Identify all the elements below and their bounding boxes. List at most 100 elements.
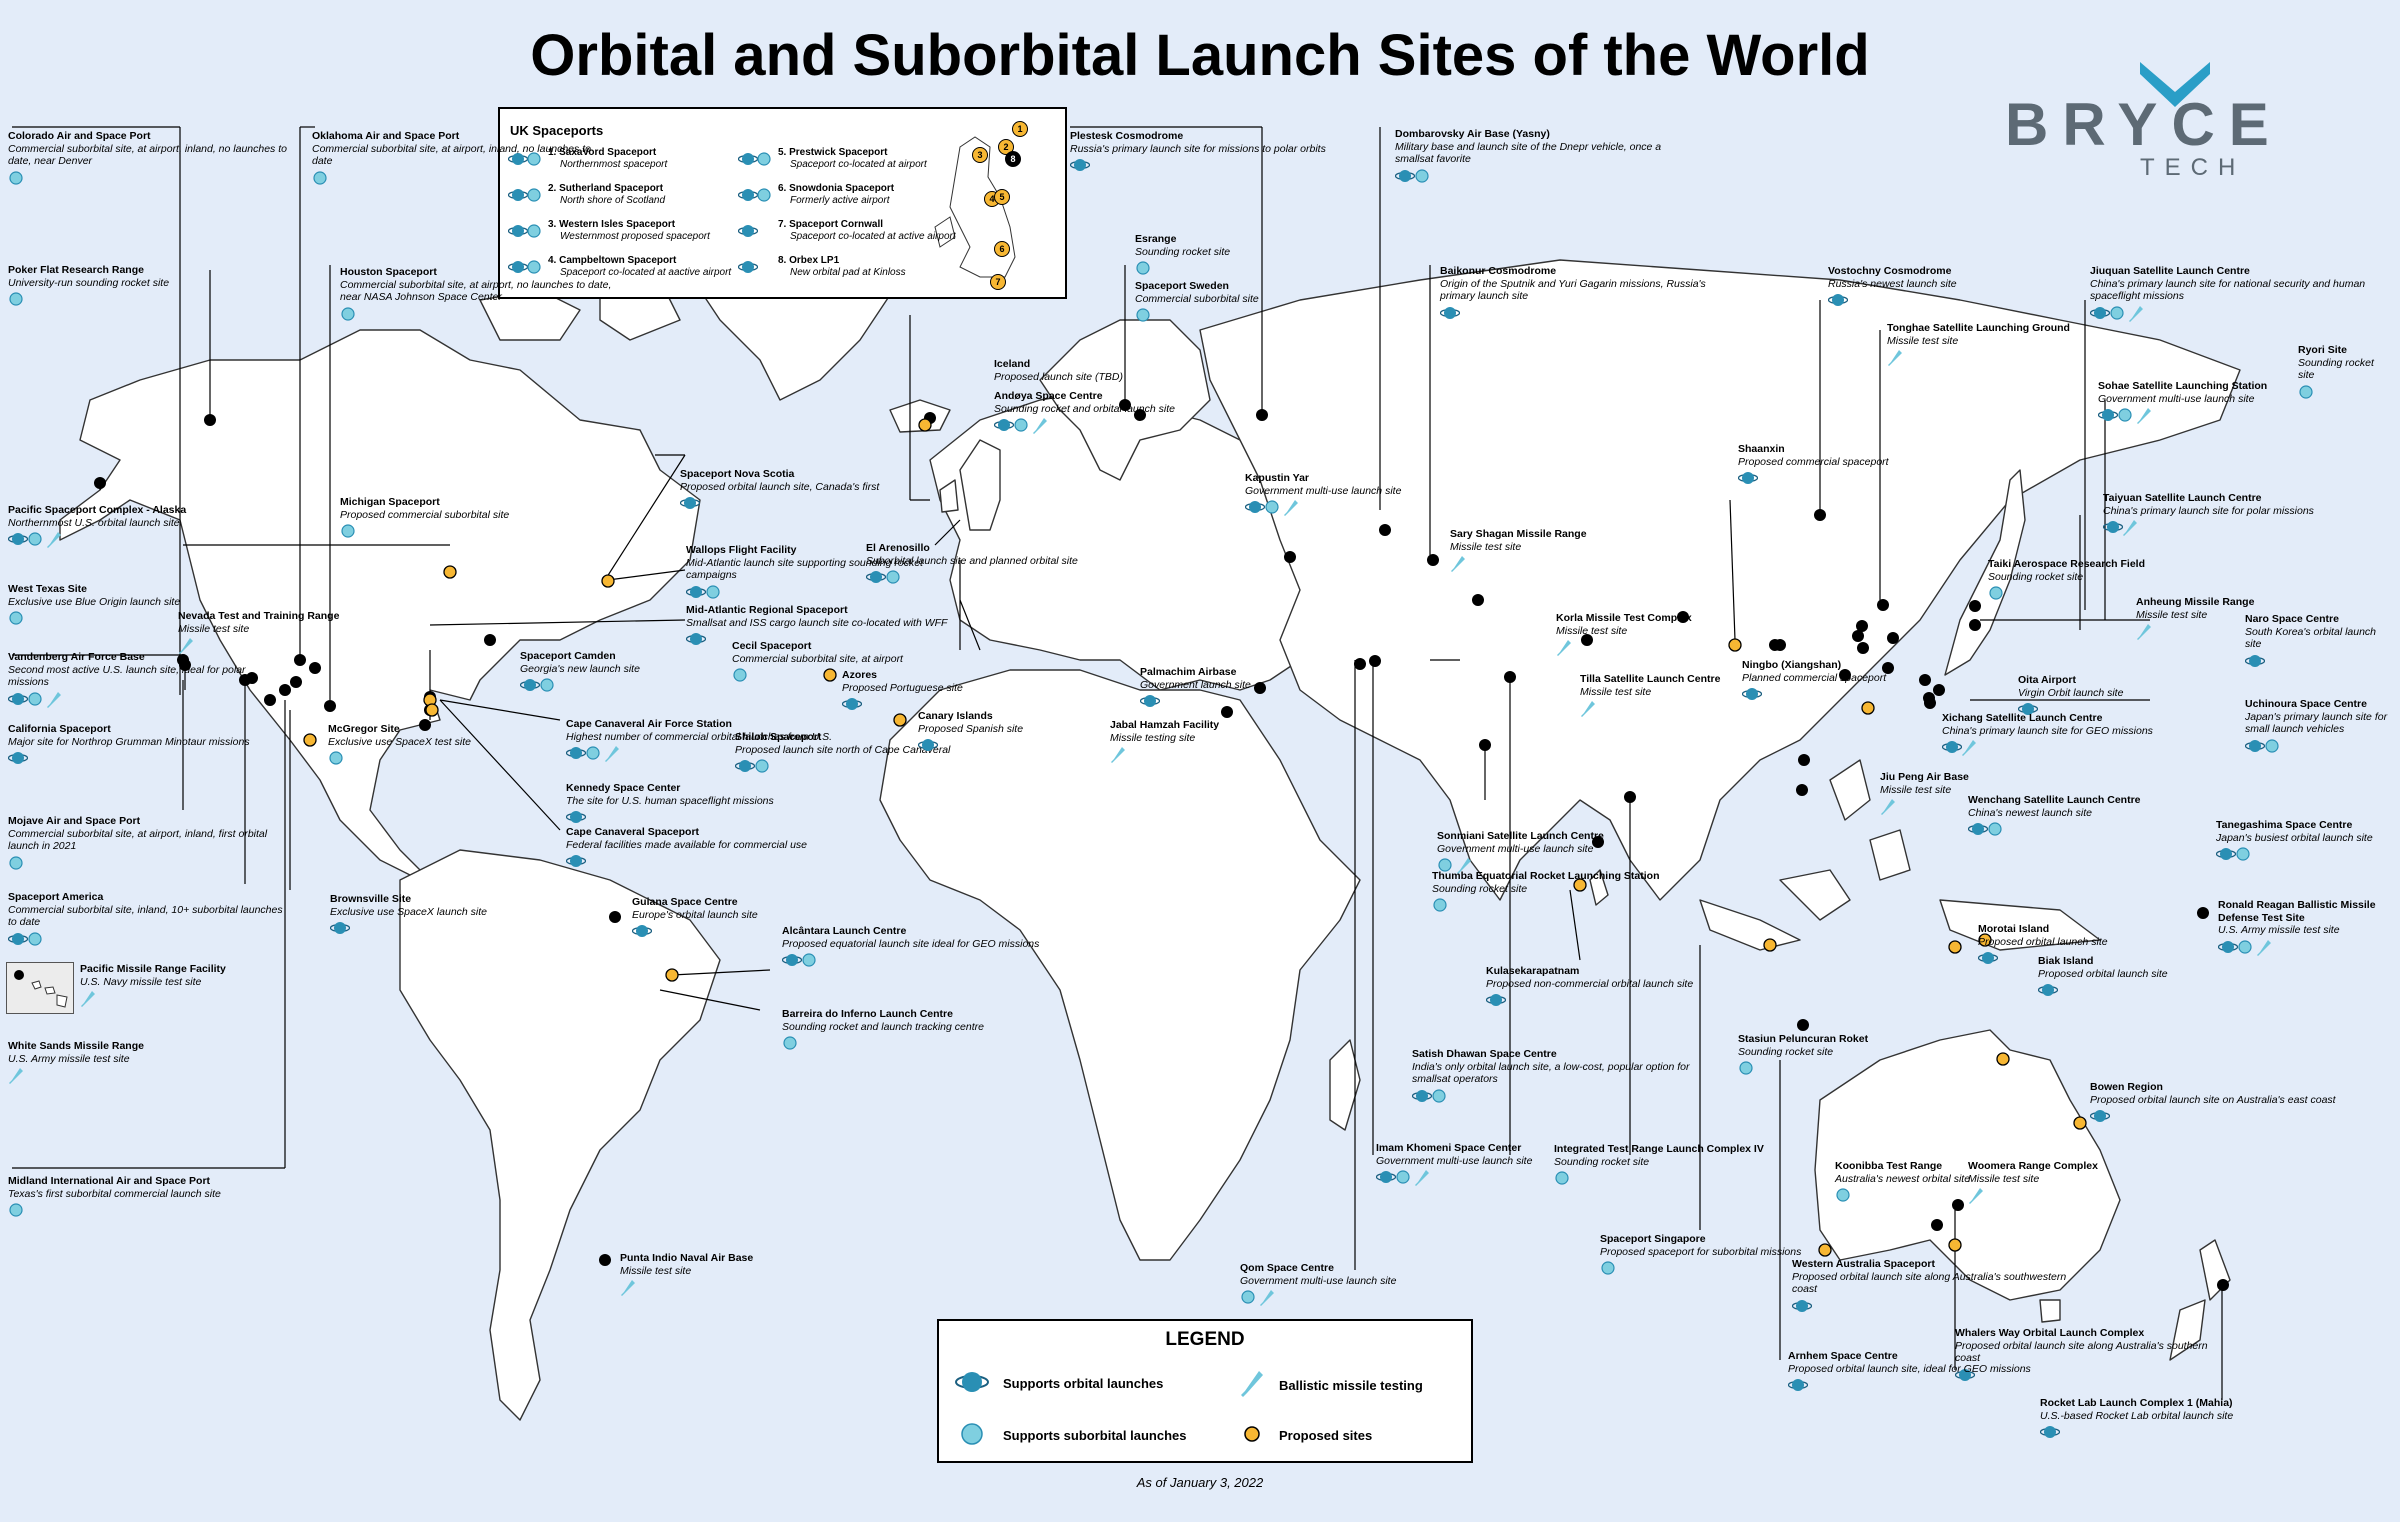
site-icons [685, 584, 966, 600]
site-description: China's newest launch site [1968, 806, 2092, 819]
missile-icon [1414, 1169, 1430, 1186]
site-description: Government multi-use launch site [1437, 842, 1594, 855]
site-icons [2136, 623, 2254, 640]
site-description: Government multi-use launch site [1245, 484, 1402, 497]
site-icons [340, 306, 620, 322]
site-icons [178, 637, 339, 654]
site-description: Exclusive use Blue Origin launch site [8, 595, 181, 608]
orbital-icon [1941, 739, 1963, 755]
uk-marker: 8 [1005, 151, 1021, 167]
orbital-icon [2039, 1424, 2061, 1440]
suborbital-icon [8, 291, 24, 307]
suborbital-icon [1987, 821, 2003, 837]
suborbital-icon [1240, 1289, 1256, 1305]
orbital-icon [565, 853, 587, 869]
site-name: Oklahoma Air and Space Port [312, 130, 460, 142]
site-description: Proposed orbital launch site, ideal for … [1788, 1362, 2031, 1375]
orbital-icon [685, 631, 707, 647]
site-description: Suborbital launch site and planned orbit… [866, 554, 1078, 567]
site-description: The site for U.S. human spaceflight miss… [566, 794, 774, 807]
site-icons [8, 855, 288, 871]
suborbital-icon [1554, 1170, 1570, 1186]
missile-icon [46, 691, 62, 708]
missile-icon [2256, 939, 2272, 956]
site-name: Sonmiani Satellite Launch Centre [1437, 830, 1604, 842]
site-name: Tonghae Satellite Launching Ground [1887, 322, 2070, 334]
missile-icon [2122, 519, 2138, 536]
orbital-icon [2017, 701, 2039, 717]
site-icons [1439, 305, 1720, 321]
suborbital-icon [27, 931, 43, 947]
suborbital-icon [340, 306, 356, 322]
suborbital-icon [1395, 1169, 1411, 1185]
site-description: Sounding rocket and launch tracking cent… [782, 1020, 984, 1033]
site-description: Japan's busiest orbital launch site [2216, 831, 2373, 844]
site-description: Missile test site [1556, 624, 1628, 637]
site-icons [734, 758, 950, 774]
site-description: Missile test site [620, 1264, 692, 1277]
site-icons [7, 531, 186, 548]
site-name: Arnhem Space Centre [1788, 1350, 1898, 1362]
suborbital-icon [1738, 1060, 1754, 1076]
site-name: Midland International Air and Space Port [8, 1175, 211, 1187]
missile-icon [1887, 349, 1903, 366]
suborbital-icon [2109, 305, 2125, 321]
site-description: South Korea's orbital launch site [2245, 625, 2377, 651]
orbital-icon [2244, 738, 2266, 754]
site-icons [519, 677, 640, 693]
site-description: Smallsat and ISS cargo launch site co-lo… [686, 616, 948, 629]
uk-marker: 5 [994, 189, 1010, 205]
as-of-date: As of January 3, 2022 [1136, 1475, 1264, 1490]
site-description: U.S.-based Rocket Lab orbital launch sit… [2040, 1409, 2234, 1422]
uk-spaceport-name: 7. Spaceport Cornwall [778, 219, 884, 230]
site-name: Anheung Missile Range [2136, 596, 2255, 608]
site-name: Integrated Test Range Launch Complex IV [1554, 1143, 1764, 1155]
site-description: Proposed orbital launch site [1978, 935, 2108, 948]
site-icons [1941, 739, 2153, 756]
site-name: Barreira do Inferno Launch Centre [782, 1008, 953, 1020]
missile-icon [1450, 555, 1466, 572]
site-name: Vandenberg Air Force Base [8, 651, 145, 663]
suborbital-icon [526, 151, 542, 167]
orbital-icon [7, 691, 29, 707]
site-icons [679, 495, 879, 511]
suborbital-icon [1264, 499, 1280, 515]
orbital-icon [1791, 1298, 1813, 1314]
orbital-icon [1827, 292, 1849, 308]
map-title: Orbital and Suborbital Launch Sites of t… [530, 23, 1870, 88]
site-icons [1135, 260, 1230, 276]
missile-icon [2128, 305, 2144, 322]
site-description: Missile test site [1880, 783, 1952, 796]
site-icons [2097, 407, 2267, 424]
site-icons [8, 1202, 221, 1218]
uk-spaceport-name: 1. SaxaVord Spaceport [548, 147, 657, 158]
site-markers [94, 399, 2229, 1291]
site-icons [620, 1279, 753, 1296]
site-icons [507, 223, 542, 239]
suborbital-icon [585, 745, 601, 761]
site-name: Taiki Aerospace Research Field [1988, 558, 2145, 570]
site-icons [2089, 1108, 2336, 1124]
site-icons [8, 1067, 144, 1084]
australia [1814, 1029, 2121, 1301]
site-icons [737, 259, 759, 275]
uk-spaceport-description: Formerly active airport [790, 195, 890, 206]
site-icons [737, 223, 759, 239]
site-icons [328, 750, 471, 766]
orbital-icon [631, 923, 653, 939]
site-icons [1741, 686, 1886, 702]
